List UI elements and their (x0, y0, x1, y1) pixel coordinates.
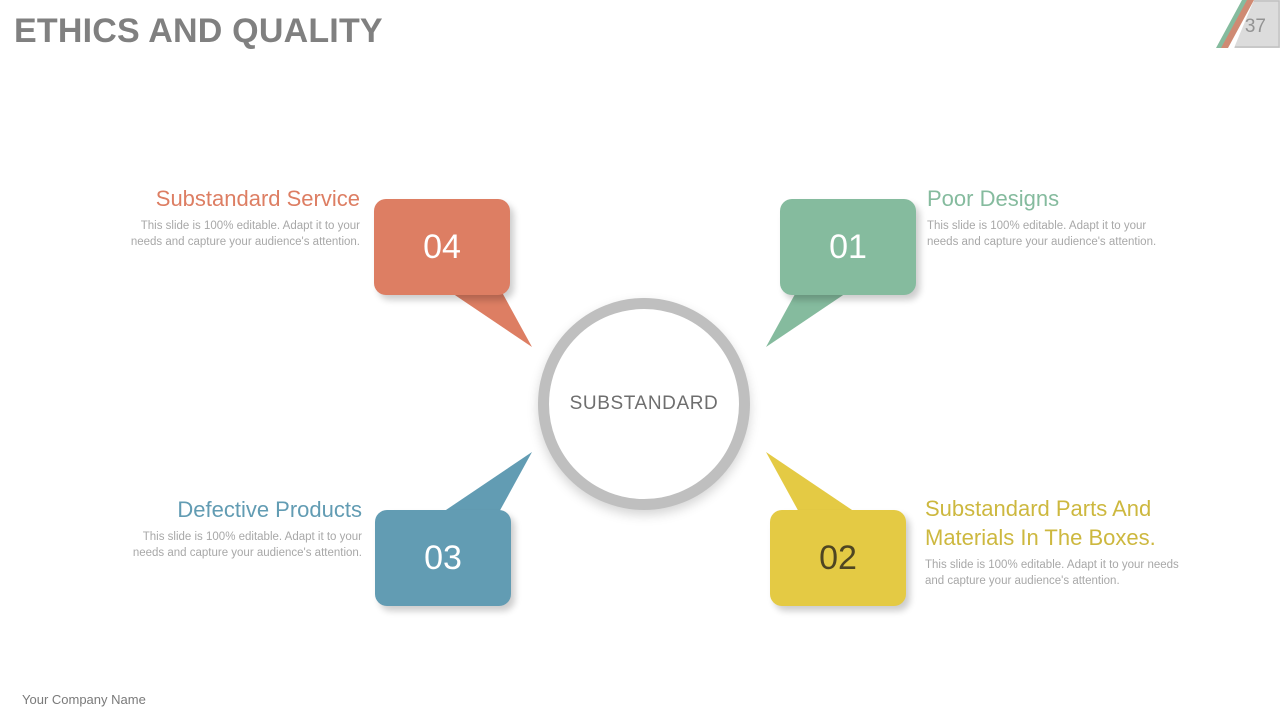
callout-number-02: 02 (819, 539, 857, 577)
callout-number-03: 03 (424, 539, 462, 577)
callout-number-04: 04 (423, 228, 461, 266)
callout-body-02: This slide is 100% editable. Adapt it to… (925, 559, 1179, 587)
callout-heading-02: Substandard Parts And Materials In The B… (925, 496, 1156, 550)
callout-box-01[interactable]: 01 (780, 199, 916, 295)
callout-box-04[interactable]: 04 (374, 199, 510, 295)
callout-number-01: 01 (829, 228, 867, 266)
callout-tail-01 (748, 285, 858, 355)
callout-body-01: This slide is 100% editable. Adapt it to… (927, 220, 1157, 248)
center-circle-label: SUBSTANDARD (569, 393, 719, 414)
page-badge-shape (1216, 0, 1280, 48)
callout-box-03[interactable]: 03 (375, 510, 511, 606)
callout-heading-03: Defective Products (177, 497, 362, 522)
text-block-04: Substandard Service This slide is 100% e… (110, 184, 360, 250)
text-block-01: Poor Designs This slide is 100% editable… (927, 184, 1159, 250)
page-number-badge: 37 (1208, 0, 1280, 48)
callout-tail-04 (440, 285, 550, 355)
footer-company-name: Your Company Name (22, 692, 146, 707)
callout-box-02[interactable]: 02 (770, 510, 906, 606)
page-number-text: 37 (1244, 16, 1266, 37)
page-title: ETHICS AND QUALITY (14, 12, 383, 50)
callout-body-03: This slide is 100% editable. Adapt it to… (132, 531, 362, 559)
callout-heading-04: Substandard Service (155, 186, 360, 211)
text-block-03: Defective Products This slide is 100% ed… (112, 495, 362, 561)
callout-heading-01: Poor Designs (927, 186, 1060, 211)
center-circle[interactable]: SUBSTANDARD (538, 298, 750, 510)
callout-body-04: This slide is 100% editable. Adapt it to… (130, 220, 360, 248)
text-block-02: Substandard Parts And Materials In The B… (925, 494, 1187, 589)
